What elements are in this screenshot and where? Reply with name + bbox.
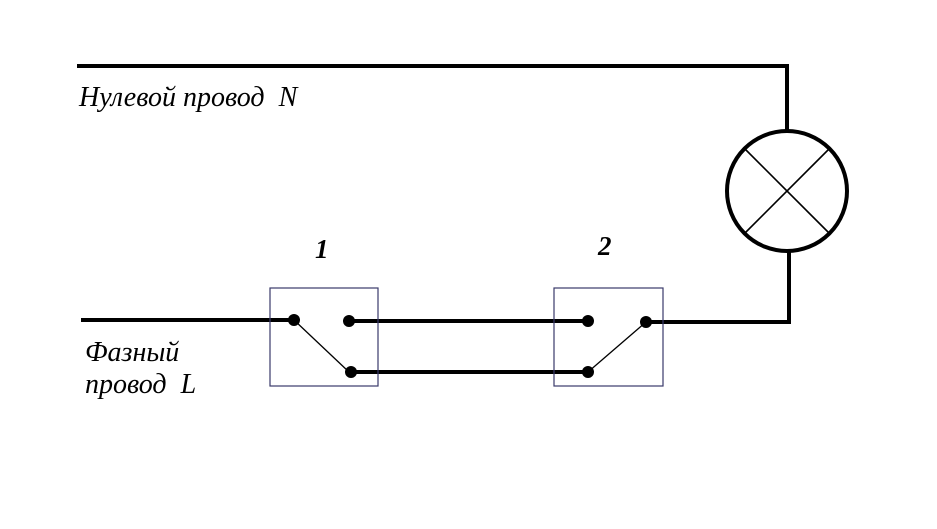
neutral-wire-label: Нулевой провод N [78, 82, 299, 113]
neutral-wire [77, 64, 789, 133]
switch-2-number: 2 [597, 231, 612, 261]
switch-1-terminal-top [343, 315, 355, 327]
switch-2-terminal-bottom [582, 366, 594, 378]
switch-2-frame [553, 287, 664, 387]
switch-1-frame [269, 287, 379, 387]
switch-2-terminal-top [582, 315, 594, 327]
lamp-to-switch2-wire [644, 249, 791, 324]
switch-1-blade [293, 319, 350, 373]
switch-2-common-terminal [640, 316, 652, 328]
switch-1-number: 1 [315, 234, 329, 264]
switch-1 [269, 287, 379, 387]
switch-2 [553, 287, 664, 387]
phase-wire-label-line1: Фазный [85, 337, 179, 368]
switch-1-terminal-bottom [345, 366, 357, 378]
switch-1-common-terminal [288, 314, 300, 326]
phase-wire-label-line2: провод L [85, 369, 196, 400]
switch-2-blade [587, 321, 647, 373]
lamp-icon [725, 129, 849, 253]
